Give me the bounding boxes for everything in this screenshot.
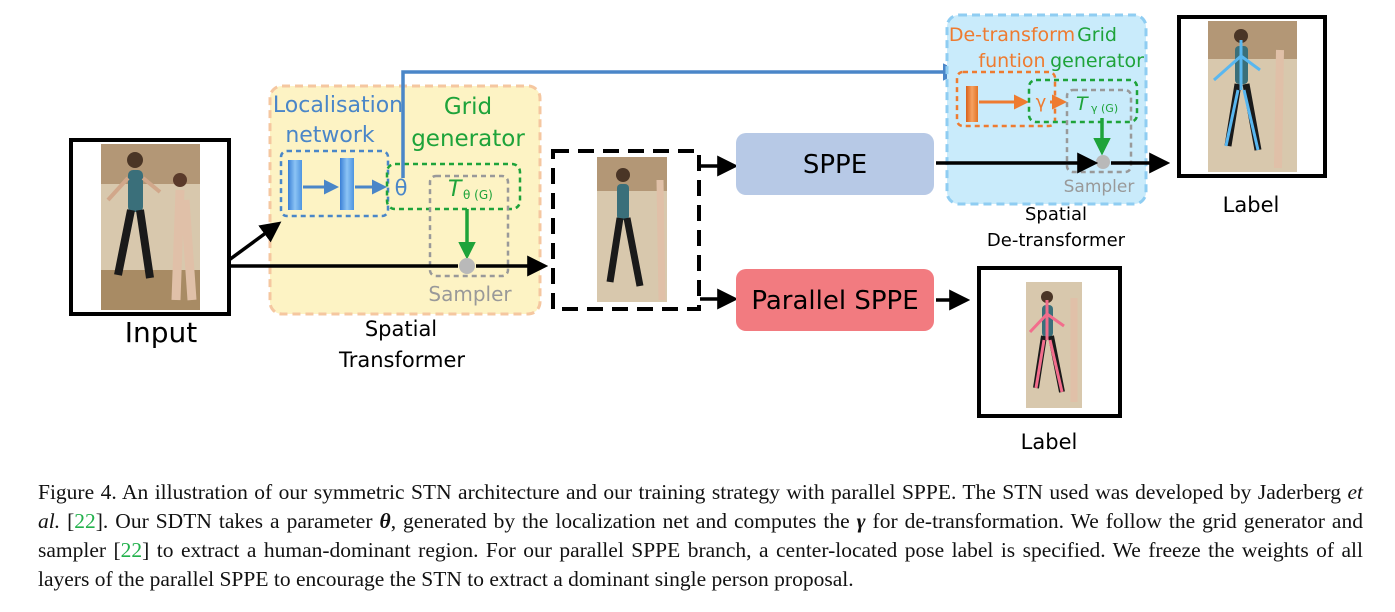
detransform-grid-label-1: Grid [1077,24,1117,46]
spatial-transformer-label-1: Spatial [365,317,437,341]
detransform-grid-label-2: generator [1050,50,1144,72]
caption-theta: θ [379,509,391,533]
caption-text-2: [ [60,509,75,533]
caption-text-3: ]. Our SDTN takes a parameter [95,509,380,533]
label-bottom-text: Label [1021,430,1078,454]
sampler-label: Sampler [428,282,512,306]
sampler2-box [1065,88,1133,174]
grid-generator-label-2: generator [411,126,525,152]
grid-generator-label-1: Grid [444,94,492,120]
sampler-box [428,174,510,278]
conv-block-1 [288,160,302,210]
detransform-block [966,86,978,122]
cropped-region-box [551,149,701,311]
t-gamma-sub: γ (G) [1091,102,1118,115]
localisation-label-2: network [285,123,375,148]
detransform-function-box [955,70,1057,128]
t-theta-sub: θ (G) [463,188,493,202]
architecture-diagram: Input Localisation network Grid generato… [69,13,1327,454]
spatial-transformer-box [268,84,542,316]
spatial-transformer-label-2: Transformer [338,348,465,372]
grid-generator-box [385,162,522,211]
caption-gamma: γ [856,509,866,533]
parallel-sppe-label: Parallel SPPE [751,286,918,316]
gamma-symbol: γ [1036,92,1047,113]
input-to-loc-arrow [227,221,282,262]
caption-text-4: , generated by the localization net and … [390,509,857,533]
detransform-label-2: funtion [978,50,1045,72]
localisation-label-1: Localisation [273,93,403,118]
parallel-sppe-box [736,269,934,331]
detransform-grid-box [1027,78,1139,124]
sppe-label: SPPE [803,150,867,180]
citation-link-22[interactable]: 22 [74,509,96,533]
spatial-detransformer-label-1: Spatial [1025,204,1087,225]
caption-etal: et al. [38,480,1363,533]
theta-symbol: θ [395,176,408,200]
input-label: Input [125,316,198,349]
conv-block-2 [340,158,354,210]
input-image [69,138,231,316]
cropped-image [597,157,667,302]
caption-text-1: Figure 4. An illustration of our symmetr… [38,480,1348,504]
sampler-node [459,258,475,274]
label-image-bottom [977,266,1122,418]
theta-skip-connection [401,63,961,178]
sampler2-label: Sampler [1064,177,1135,197]
label-top-text: Label [1223,193,1280,217]
spatial-detransformer-label-2: De-transformer [987,230,1126,251]
t-gamma-main: T [1076,93,1089,115]
caption-text-5: for de-transformation. We follow the gri… [38,509,1363,562]
label-image-top [1177,15,1327,178]
caption-text-6: ] to extract a human-dominant region. Fo… [38,538,1364,591]
figure-caption: Figure 4. An illustration of our symmetr… [38,478,1363,594]
t-theta-main: T [448,177,463,202]
sppe-box [736,133,934,195]
detransform-label-1: De-transform [949,24,1075,46]
sampler2-node [1096,155,1110,169]
citation-link-22-second[interactable]: 22 [120,538,143,562]
